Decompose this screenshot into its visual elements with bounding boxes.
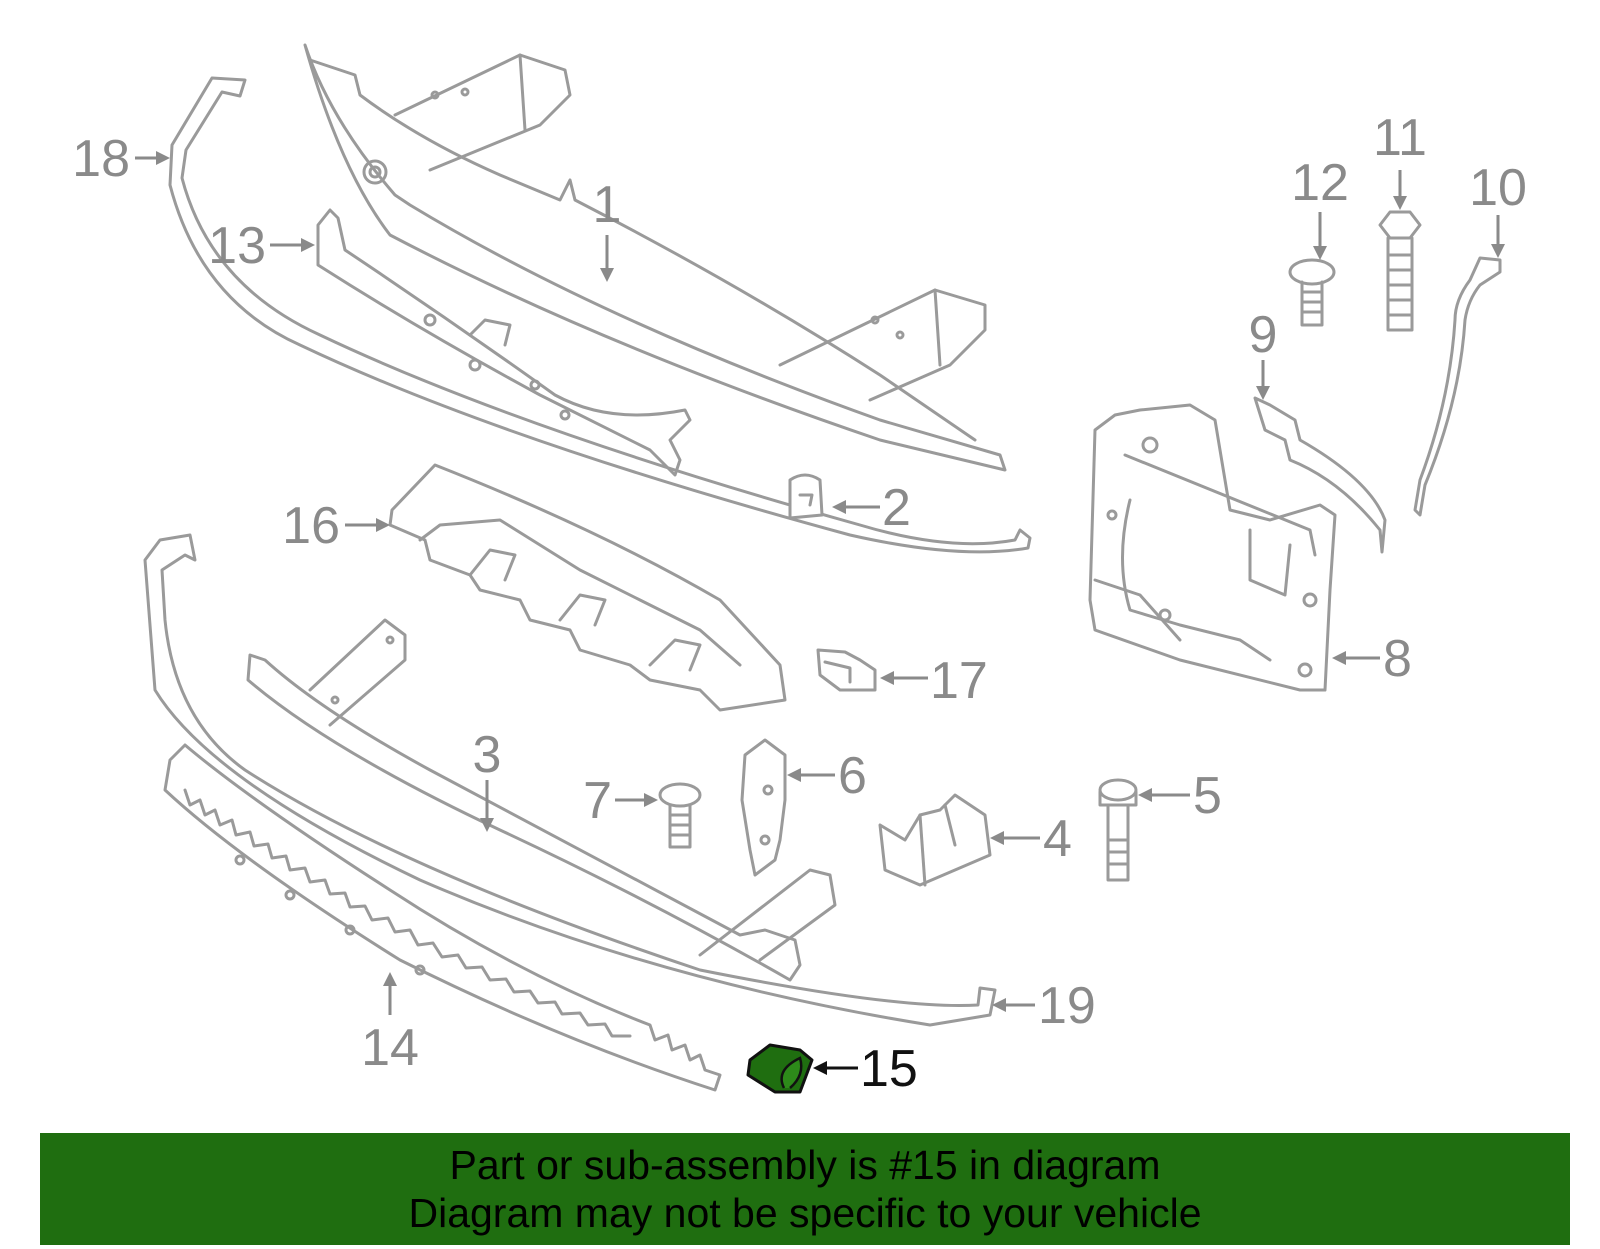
part-6-bracket — [740, 738, 787, 877]
callout-9: 9 — [1249, 306, 1278, 364]
part-7-screw — [658, 782, 702, 849]
part-16-deflector — [388, 463, 787, 712]
part-13-bracket — [316, 208, 692, 477]
banner-line-disclaimer: Diagram may not be specific to your vehi… — [408, 1190, 1202, 1236]
part-19-lower-strip — [143, 533, 997, 1027]
callout-2: 2 — [882, 479, 911, 537]
callout-6: 6 — [838, 747, 867, 805]
callout-13: 13 — [208, 217, 266, 275]
info-banner: Part or sub-assembly is #15 in diagram D… — [40, 1133, 1570, 1245]
callout-12: 12 — [1291, 154, 1349, 212]
callout-5: 5 — [1193, 767, 1222, 825]
part-4-bracket — [878, 793, 992, 887]
callout-17: 17 — [930, 652, 988, 710]
callout-3: 3 — [473, 726, 502, 784]
part-5-bolt — [1098, 778, 1138, 882]
part-12-screw — [1288, 258, 1336, 327]
callout-18: 18 — [72, 130, 130, 188]
callout-4: 4 — [1043, 810, 1072, 868]
callout-16: 16 — [282, 497, 340, 555]
callout-7: 7 — [583, 772, 612, 830]
part-3-lower-reinforcement — [246, 618, 837, 982]
part-1-reinforcement — [303, 43, 1007, 472]
part-11-bolt — [1378, 210, 1422, 332]
callout-11: 11 — [1373, 109, 1427, 167]
part-17-small-bracket — [816, 648, 877, 692]
parts-diagram: 1 2 3 4 5 6 7 8 9 10 11 12 13 14 15 16 1… — [72, 43, 1527, 1098]
callout-8: 8 — [1383, 630, 1412, 688]
part-2-clip — [788, 473, 824, 520]
callout-arrows — [135, 151, 1505, 1075]
part-10-strap — [1413, 256, 1502, 517]
callout-19: 19 — [1038, 977, 1096, 1035]
banner-line-part: Part or sub-assembly is #15 in diagram — [449, 1142, 1161, 1188]
part-14-absorber — [163, 743, 722, 1092]
callout-15: 15 — [860, 1040, 918, 1098]
callout-1: 1 — [593, 176, 622, 234]
part-15-highlighted — [746, 1043, 814, 1094]
callout-14: 14 — [361, 1019, 419, 1077]
part-8-bracket-assembly — [1088, 403, 1337, 692]
part-18-upper-strip — [168, 76, 1032, 554]
callout-10: 10 — [1469, 159, 1527, 217]
callout-labels: 1 2 3 4 5 6 7 8 9 10 11 12 13 14 15 16 1… — [72, 109, 1527, 1098]
part-9-strip — [1253, 396, 1387, 554]
